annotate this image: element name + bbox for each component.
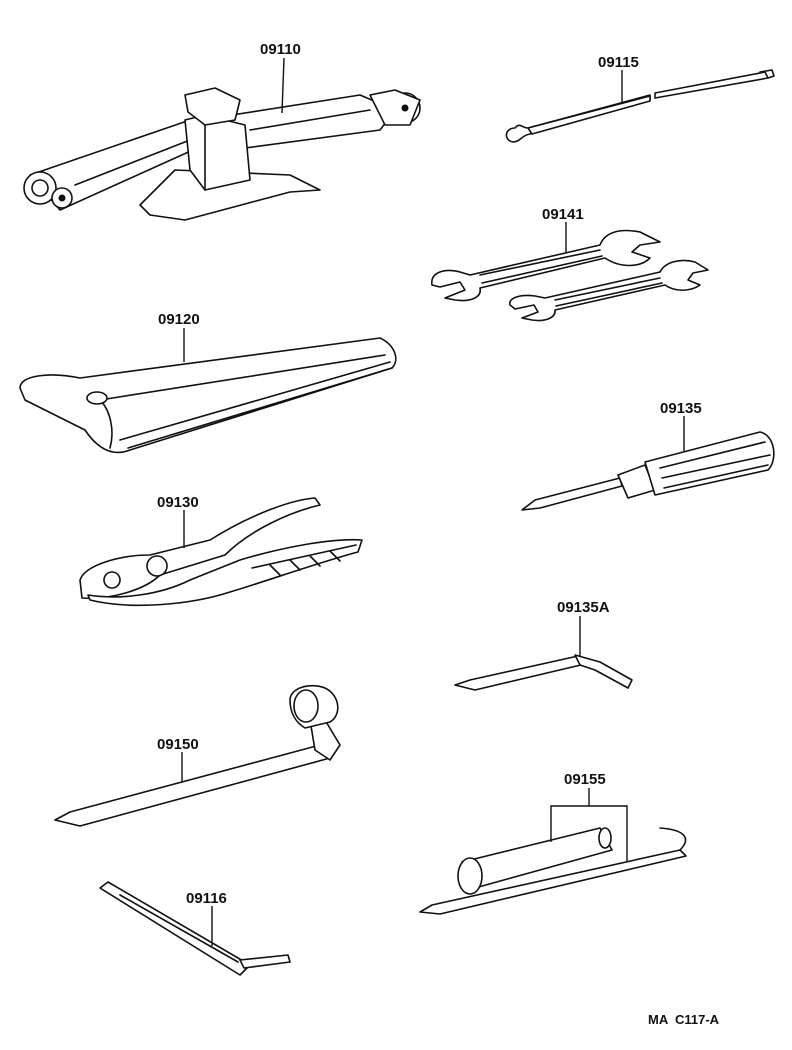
jack-handle-drawing [505, 69, 775, 143]
part-number-09155: 09155 [564, 771, 606, 788]
jack-drawing [23, 87, 421, 221]
part-number-09120: 09120 [158, 311, 200, 328]
part-number-09115: 09115 [598, 54, 639, 71]
part-number-09141: 09141 [542, 206, 584, 223]
plug-wrench-drawing [419, 827, 687, 915]
part-number-09135A: 09135A [557, 599, 610, 616]
screwdriver-drawing [521, 431, 775, 511]
part-number-09110: 09110 [260, 41, 301, 58]
screwdriver-bent-drawing [454, 654, 633, 691]
part-number-09130: 09130 [157, 494, 199, 511]
wrenches-drawing [431, 229, 709, 322]
part-number-09150: 09150 [157, 736, 199, 753]
handle-bar-drawing [99, 881, 291, 976]
tool-bag-drawing [19, 337, 397, 454]
lug-wrench-drawing [54, 684, 341, 827]
pliers-drawing [79, 497, 363, 607]
drawing-ref: MA C117-A [648, 1012, 720, 1027]
part-number-09116: 09116 [186, 890, 227, 907]
part-number-09135: 09135 [660, 400, 702, 417]
